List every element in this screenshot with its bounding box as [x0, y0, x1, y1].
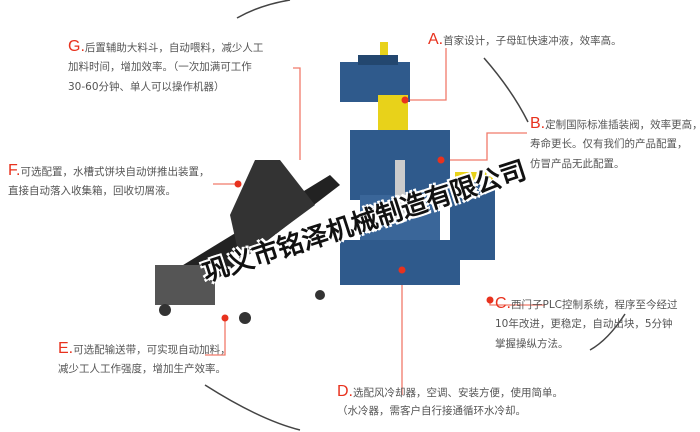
- feature-text: 直接自动落入收集箱，回收切屑液。: [8, 185, 176, 197]
- feature-text: 定制国际标准插装阀，效率更高，: [545, 119, 700, 131]
- feature-f: F.可选配置，水槽式饼块自动饼推出装置， 直接自动落入收集箱，回收切屑液。: [8, 162, 209, 202]
- circle-arc: [204, 0, 626, 431]
- feature-text: 寿命更长。仅有我们的产品配置，: [530, 138, 688, 150]
- feature-b: B.定制国际标准插装阀，效率更高， 寿命更长。仅有我们的产品配置， 仿冒产品无此…: [530, 114, 700, 174]
- feature-text: （水冷器，需客户自行接通循环水冷却。: [337, 405, 526, 417]
- feature-letter: A.: [428, 31, 444, 48]
- machine-illustration: [155, 42, 495, 324]
- callout-dots: [221, 96, 494, 322]
- feature-g: G.后置辅助大料斗，自动喂料，减少人工 加料时间，增加效率。（一次加满可工作 3…: [68, 37, 263, 97]
- feature-e: E.可选配输送带，可实现自动加料， 减少工人工作强度，增加生产效率。: [58, 340, 231, 380]
- feature-letter: E.: [58, 340, 74, 357]
- feature-c: C.西门子PLC控制系统，程序至今经过 10年改进，更稳定，自动出块，5分钟 掌…: [495, 294, 678, 354]
- feature-text: 仿冒产品无此配置。: [530, 158, 625, 170]
- feature-text: 选配风冷却器，空调、安装方便，使用简单。: [353, 387, 563, 399]
- feature-text: 30-60分钟、单人可以操作机器）: [68, 81, 225, 93]
- leader-lines: [205, 48, 545, 395]
- feature-text: 掌握操纵方法。: [495, 338, 569, 350]
- feature-text: 西门子PLC控制系统，程序至今经过: [511, 299, 678, 311]
- feature-letter: G.: [68, 38, 85, 55]
- feature-letter: B.: [530, 115, 546, 132]
- feature-text: 首家设计，子母缸快速冲液，效率高。: [443, 35, 622, 47]
- feature-a: A.首家设计，子母缸快速冲液，效率高。: [428, 30, 622, 50]
- feature-text: 可选配输送带，可实现自动加料，: [73, 344, 231, 356]
- feature-text: 后置辅助大料斗，自动喂料，减少人工: [84, 42, 264, 54]
- feature-text: 加料时间，增加效率。（一次加满可工作: [68, 61, 252, 73]
- feature-d: D.选配风冷却器，空调、安装方便，使用简单。 （水冷器，需客户自行接通循环水冷却…: [337, 382, 563, 422]
- feature-text: 减少工人工作强度，增加生产效率。: [58, 363, 226, 375]
- feature-letter: D.: [337, 383, 353, 400]
- feature-text: 10年改进，更稳定，自动出块，5分钟: [495, 318, 673, 330]
- feature-letter: C.: [495, 295, 511, 312]
- feature-text: 可选配置，水槽式饼块自动饼推出装置，: [20, 166, 210, 178]
- feature-letter: F.: [8, 162, 21, 179]
